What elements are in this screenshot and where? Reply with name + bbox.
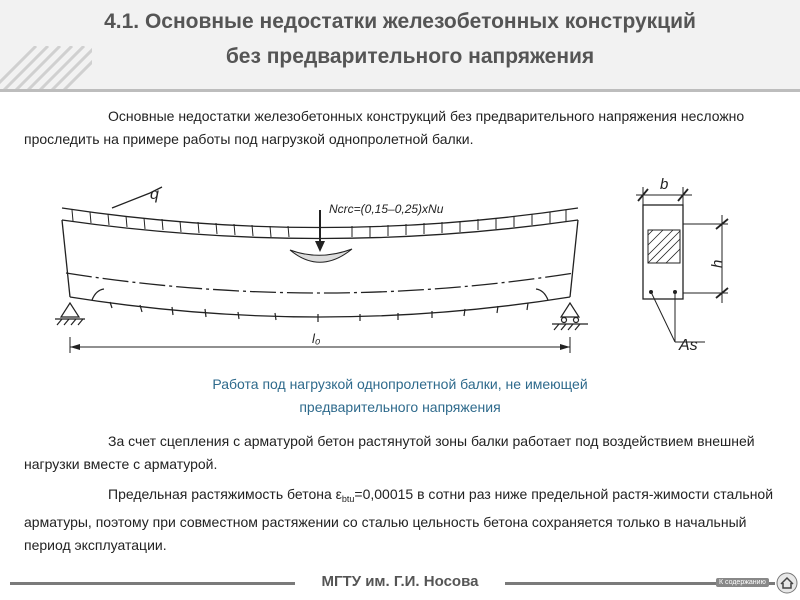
figure-caption: Работа под нагрузкой однопролетной балки… [0,373,800,419]
cracks [91,288,549,322]
width-label: b [660,176,668,193]
reinforcement-line [65,272,575,294]
footer-divider-right [505,582,775,585]
strain-text-after: =0,00015 в сотни раз ниже предельной рас… [24,486,774,553]
beam-left-end [61,219,71,298]
title-stripe-decoration [0,46,92,92]
left-support [55,301,85,326]
slide-title-line2: без предварительного напряжения [225,45,595,68]
footer-institution: МГТУ им. Г.И. Носова [321,573,479,590]
cross-section [636,187,729,343]
bond-paragraph: За счет сцепления с арматурой бетон раст… [24,430,784,476]
rebar-left [649,290,653,294]
home-icon[interactable] [776,572,798,594]
load-leader-line [111,186,163,209]
rebar-label: As [678,337,698,354]
beam-diagram: q Ncrc=(0,15–0,25)xNu l₀ b h As [55,176,729,354]
load-arrows [71,209,567,238]
right-support [552,301,588,331]
span-label: l₀ [312,331,321,346]
bond-paragraph-text: За счет сцепления с арматурой бетон раст… [24,433,755,472]
rebar-right [673,290,677,294]
compressed-zone [289,248,353,263]
beam-bottom-edge [69,296,571,318]
tensile-strain-paragraph: Предельная растяжимость бетона εbtu=0,00… [24,483,789,557]
section-compressed-zone [647,229,681,264]
slide-title-line1: 4.1. Основные недостатки железобетонных … [104,10,696,33]
caption-line1: Работа под нагрузкой однопролетной балки… [212,376,588,392]
title-divider [0,89,800,92]
footer-divider-left [10,582,295,585]
title-band [0,0,800,92]
toc-link[interactable]: К содержанию [716,578,769,587]
strain-subscript: btu [341,494,355,504]
strain-text-before: Предельная растяжимость бетона ε [108,486,342,502]
beam-right-end [569,219,579,298]
height-label: h [709,260,726,268]
load-label: q [150,186,159,203]
force-label: Ncrc=(0,15–0,25)xNu [329,202,444,216]
caption-line2: предварительного напряжения [299,399,501,415]
intro-paragraph-text: Основные недостатки железобетонных конст… [24,108,745,147]
intro-paragraph: Основные недостатки железобетонных конст… [24,105,794,151]
